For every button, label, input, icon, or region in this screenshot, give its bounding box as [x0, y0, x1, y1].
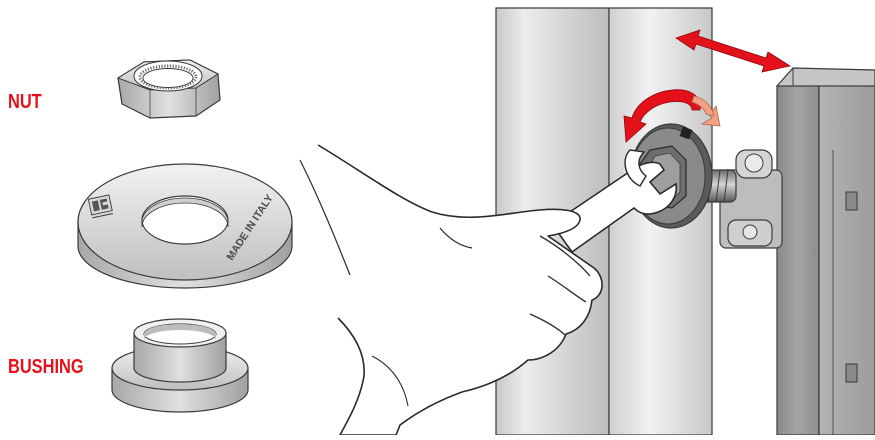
bushing-part	[112, 319, 248, 412]
bushing-label: BUSHING	[8, 356, 84, 379]
nut-part	[118, 60, 220, 118]
gate-post	[777, 68, 875, 435]
washer-part: MADE IN ITALY	[78, 164, 292, 288]
nut-label: NUT	[8, 91, 42, 114]
